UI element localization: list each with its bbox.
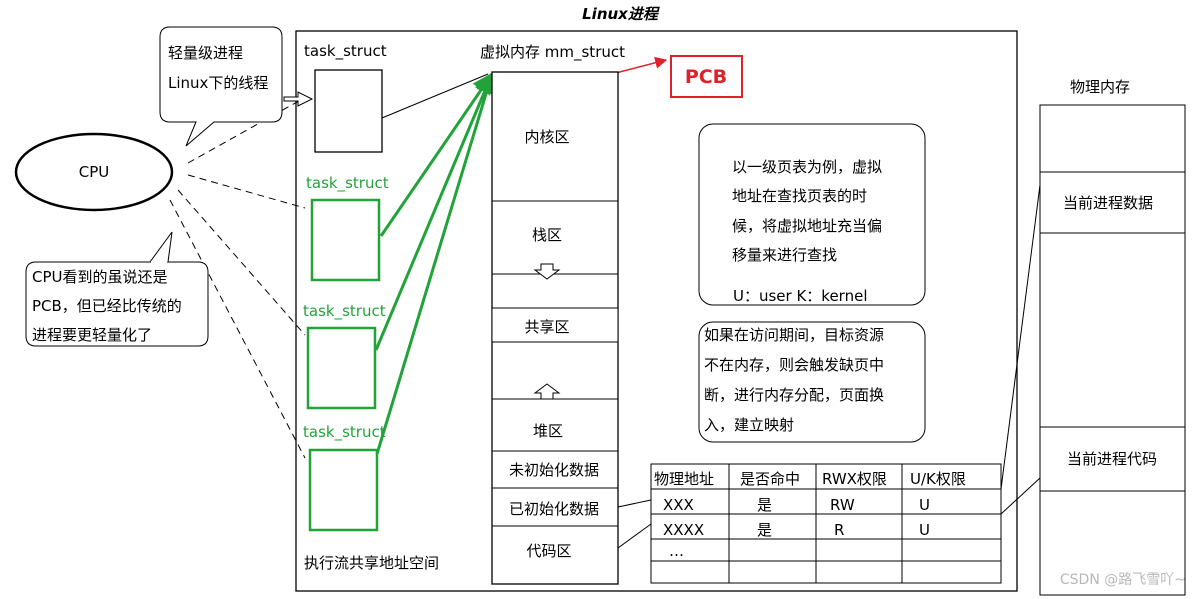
bubble-cpu-view-tail [149,231,173,263]
physical-memory-title: 物理内存 [1070,78,1130,96]
bubble-top-line-1: 轻量级进程 [168,44,243,62]
bubble-left-line-1: CPU看到的虽说还是 [32,268,168,286]
table-cell: U [919,496,930,514]
table-cell: 是 [757,521,772,539]
watermark: CSDN @路飞雪吖~ [1060,572,1186,588]
thread-task-struct-label-3: task_struct [303,423,386,442]
table-cell: U [919,521,930,539]
thread-task-struct-label-1: task_struct [306,174,389,193]
bubble-cpu-view [25,261,209,347]
thread-task-struct-label-2: task_struct [303,302,386,321]
physical-memory: 当前进程数据 当前进程代码 [1039,104,1186,596]
shared-address-space-label: 执行流共享地址空间 [304,554,439,572]
thread-mm-arrows [374,71,497,455]
cpu-node [14,132,174,212]
mm-struct-label: 虚拟内存 mm_struct [480,43,625,62]
pcb-label: PCB [685,66,727,88]
table-cell: 是 [757,496,772,514]
region-code: 代码区 [526,542,571,560]
heap-grow-up-icon [533,383,561,400]
cpu-line-thread-1 [187,174,306,209]
process-frame [295,30,1018,592]
main-task-struct-box [314,69,383,153]
virtual-address-space: 内核区 栈区 共享区 堆区 未初始化数据 已初始化数据 代码区 [491,71,619,585]
bubble-left-line-2: PCB，但已经比传统的 [32,297,182,315]
hollow-arrow-icon [283,91,314,107]
note-page-fault-line-1: 如果在访问期间，目标资源 [704,326,884,344]
thread-task-struct-box-2 [306,326,377,410]
note-page-fault-line-2: 不在内存，则会触发缺页中 [704,356,884,374]
diagram-title: Linux进程 [582,5,660,23]
region-data: 已初始化数据 [509,500,599,518]
data-to-table-line [617,499,652,508]
note-page-table-line-4: 移量来进行查找 [732,246,837,264]
note-page-table [698,123,926,306]
region-shared: 共享区 [524,318,569,336]
bubble-top-line-2: Linux下的线程 [168,74,268,92]
note-page-fault-line-3: 断，进行内存分配，页面换 [704,386,884,404]
region-heap: 堆区 [533,422,563,440]
thread-arrow-3 [375,71,497,455]
table-header-hit: 是否命中 [740,470,800,488]
note-page-fault-line-4: 入，建立映射 [704,416,794,434]
table-to-code-line [1000,477,1041,515]
cpu-label: CPU [79,163,110,181]
table-header-physical-address: 物理地址 [654,470,714,488]
cpu-schedule-lines [169,96,307,459]
note-page-fault [698,321,926,443]
cpu-line-main [187,96,307,164]
shared-region [491,307,619,343]
note-page-table-line-3: 候，将虚拟地址充当偏 [732,217,882,235]
pcb-arrow [611,56,668,75]
note-page-table-line-2: 地址在查找页表的时 [732,187,867,205]
main-task-struct-label: task_struct [304,42,387,61]
region-stack: 栈区 [532,226,562,244]
pcb-box [670,55,743,98]
note-page-table-line-1: 以一级页表为例，虚拟 [732,158,882,176]
table-cell: … [669,542,684,560]
physical-memory-code: 当前进程代码 [1067,450,1157,468]
bubble-lightweight-process [159,26,283,147]
table-cell: XXXX [663,521,704,539]
main-task-to-mm-line [381,73,489,119]
code-to-table-line [617,523,652,549]
thread-task-struct-box-1 [310,198,381,282]
cpu-line-thread-2 [177,189,306,336]
region-bss: 未初始化数据 [509,461,599,479]
stack-grow-down-icon [533,263,561,280]
note-page-table-footer: U：user K：kernel [733,287,868,305]
table-header-rwx: RWX权限 [822,470,887,488]
table-cell: R [834,521,844,539]
cpu-line-thread-3 [169,199,306,459]
table-header-uk: U/K权限 [910,470,966,488]
thread-arrow-1 [379,72,494,237]
page-table: 物理地址 是否命中 RWX权限 U/K权限 XXX 是 RW U XXXX 是 … [650,463,1002,584]
bubble-left-line-3: 进程要更轻量化了 [32,326,152,344]
physical-memory-data: 当前进程数据 [1063,194,1153,212]
thread-arrow-2 [374,72,495,351]
table-cell: XXX [663,496,694,514]
thread-task-struct-box-3 [308,448,379,532]
table-cell: RW [830,496,855,514]
region-kernel: 内核区 [524,128,569,146]
table-to-data-line [1000,184,1041,490]
